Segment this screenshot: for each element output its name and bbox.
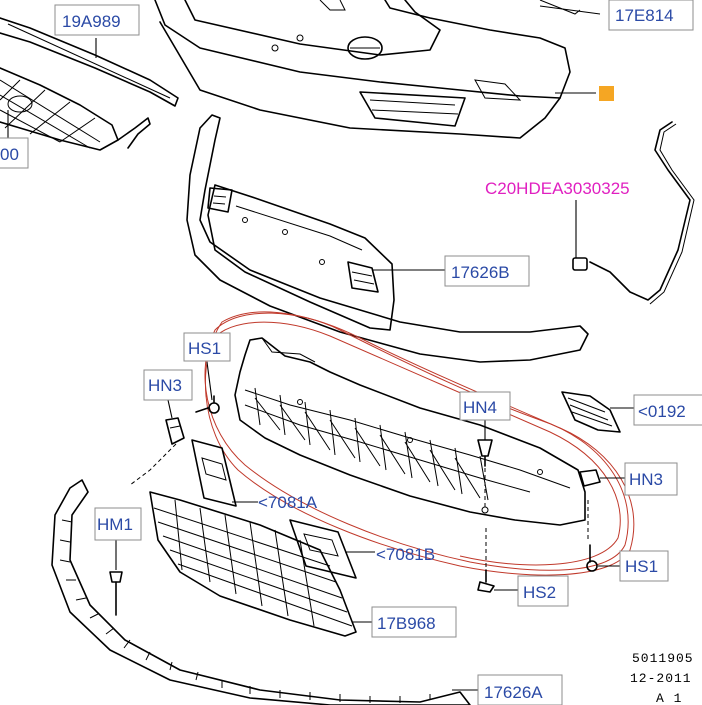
callout-17626B[interactable]: 17626B bbox=[444, 255, 530, 287]
svg-text:<7081A: <7081A bbox=[258, 493, 318, 512]
callout-hm1[interactable]: HM1 bbox=[94, 507, 142, 541]
callout-17626A[interactable]: 17626A bbox=[477, 674, 563, 705]
svg-text:17626A: 17626A bbox=[484, 683, 543, 702]
callout-hn4[interactable]: HN4 bbox=[459, 391, 511, 421]
callout-17E814[interactable]: 17E814 bbox=[608, 0, 694, 31]
clip-fastener-icon bbox=[165, 417, 185, 445]
upper-grille-strip bbox=[0, 17, 179, 107]
svg-text:HN4: HN4 bbox=[463, 398, 497, 417]
screw-icon bbox=[477, 569, 495, 593]
bracket-7081b bbox=[289, 519, 357, 579]
svg-text:<0192: <0192 bbox=[638, 402, 686, 421]
svg-text:HS1: HS1 bbox=[188, 339, 221, 358]
top-right-bracket bbox=[539, 0, 581, 15]
screw-icon bbox=[195, 395, 220, 414]
screw-icon bbox=[586, 544, 598, 572]
callout-hs1-lower[interactable]: HS1 bbox=[619, 550, 669, 582]
callout-19A989[interactable]: 19A989 bbox=[54, 4, 140, 36]
right-lamp-bezel bbox=[561, 391, 621, 433]
bumper-cover bbox=[186, 114, 589, 363]
lower-grille bbox=[149, 491, 357, 637]
svg-text:HN3: HN3 bbox=[629, 470, 663, 489]
svg-text:17E814: 17E814 bbox=[615, 6, 674, 25]
svg-text:17626B: 17626B bbox=[451, 263, 510, 282]
callout-hs2[interactable]: HS2 bbox=[517, 575, 569, 607]
svg-text:00: 00 bbox=[0, 145, 19, 164]
callout-7081b[interactable]: <7081B bbox=[376, 545, 435, 564]
svg-text:17B968: 17B968 bbox=[377, 614, 436, 633]
callout-hn3-left[interactable]: HN3 bbox=[143, 369, 193, 401]
footer-date: 12-2011 bbox=[630, 671, 692, 686]
callout-0192[interactable]: <0192 bbox=[633, 394, 702, 426]
dashed-guide-left bbox=[129, 443, 177, 486]
leader-hn3-left bbox=[167, 399, 173, 419]
upper-bumper bbox=[154, 0, 571, 139]
svg-text:19A989: 19A989 bbox=[62, 12, 121, 31]
left-mesh-grille bbox=[0, 67, 151, 151]
callout-7081a[interactable]: <7081A bbox=[258, 493, 318, 512]
leader-hs1-upper bbox=[206, 361, 213, 401]
svg-text:HN3: HN3 bbox=[148, 376, 182, 395]
callout-hs1-upper[interactable]: HS1 bbox=[183, 332, 231, 362]
leader-17E814 bbox=[539, 5, 601, 15]
footer-reference: 5011905 12-2011 A 1 bbox=[630, 651, 694, 705]
callout-wiring-code[interactable]: C20HDEA3030325 bbox=[485, 179, 630, 198]
footer-ref-number: 5011905 bbox=[632, 651, 694, 666]
lower-bumper-lip bbox=[51, 479, 471, 705]
orange-square-marker bbox=[599, 86, 614, 101]
rivet-icon bbox=[109, 571, 123, 616]
lower-deflector bbox=[234, 337, 586, 526]
svg-text:HS1: HS1 bbox=[625, 557, 658, 576]
callout-grille-left[interactable]: 00 bbox=[0, 137, 29, 169]
wiring-harness bbox=[572, 121, 695, 305]
push-pin-icon bbox=[477, 439, 493, 467]
svg-text:HM1: HM1 bbox=[97, 515, 133, 534]
footer-page: A 1 bbox=[656, 691, 682, 705]
callout-hn3-right[interactable]: HN3 bbox=[624, 462, 678, 496]
bracket-7081a bbox=[191, 439, 237, 507]
svg-text:HS2: HS2 bbox=[523, 583, 556, 602]
callout-17B968[interactable]: 17B968 bbox=[371, 606, 457, 638]
clip-fastener-icon bbox=[579, 469, 601, 487]
svg-text:<7081B: <7081B bbox=[376, 545, 435, 564]
svg-text:C20HDEA3030325: C20HDEA3030325 bbox=[485, 179, 630, 198]
